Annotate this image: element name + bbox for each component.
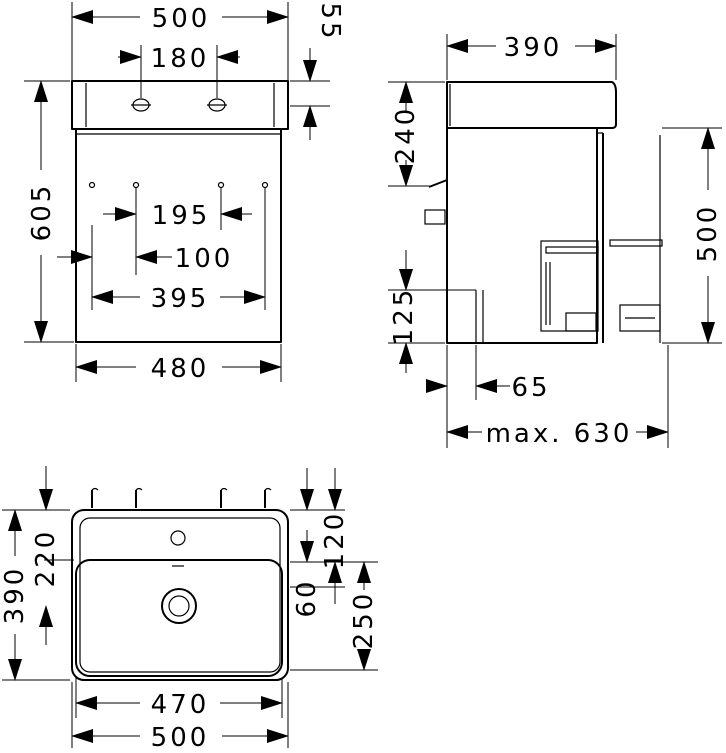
dim-label-basin-depth: 390 bbox=[504, 33, 563, 63]
wall-connector-icon bbox=[424, 209, 446, 225]
top-basin-outline bbox=[71, 509, 289, 681]
dim-label-max-depth: max. 630 bbox=[486, 419, 633, 449]
mount-hole-icon bbox=[88, 181, 96, 189]
hook-icon bbox=[135, 487, 143, 508]
mount-hole-icon bbox=[217, 181, 225, 189]
mount-hole-icon bbox=[261, 181, 269, 189]
top-basin-rim bbox=[79, 517, 281, 673]
dim-label-total-height: 605 bbox=[27, 183, 57, 242]
front-cabinet bbox=[75, 128, 282, 343]
siphon-icon bbox=[540, 239, 663, 332]
dim-label-bowl-offset: 60 bbox=[292, 578, 322, 617]
side-view: 390 240 125 500 65 max. 630 bbox=[388, 33, 723, 449]
hook-icon bbox=[91, 487, 99, 508]
dim-label-cabinet-width: 480 bbox=[151, 354, 210, 384]
dim-label-front-width: 500 bbox=[152, 4, 211, 34]
dim-label-hook-offset: 100 bbox=[175, 244, 234, 274]
dim-label-drain-height: 125 bbox=[389, 287, 419, 346]
dim-label-rim-depth: 120 bbox=[320, 511, 350, 570]
side-cabinet bbox=[446, 127, 598, 344]
hook-icon bbox=[220, 487, 228, 508]
side-basin-outline bbox=[446, 81, 617, 129]
tap-hole-icon bbox=[207, 98, 227, 112]
dim-label-hook-span: 395 bbox=[151, 284, 210, 314]
top-view: 390 220 120 60 250 470 500 bbox=[0, 466, 379, 753]
top-bowl-outline bbox=[75, 559, 283, 677]
tap-hole-icon bbox=[131, 98, 151, 112]
front-basin-outline bbox=[71, 80, 289, 130]
dim-label-wall-height: 500 bbox=[693, 204, 723, 263]
dim-label-bowl-width: 470 bbox=[151, 690, 210, 720]
dim-label-basin-height: 240 bbox=[391, 106, 421, 165]
dim-label-inner-offset: 220 bbox=[31, 529, 61, 588]
drain-icon bbox=[161, 588, 197, 624]
hook-icon bbox=[264, 487, 272, 508]
dim-label-hook-spacing: 195 bbox=[152, 201, 211, 231]
dim-label-cabinet-offset: 65 bbox=[511, 373, 550, 403]
tap-hole-icon bbox=[170, 530, 186, 546]
dim-label-overflow-height: 55 bbox=[315, 2, 345, 41]
dim-label-tap-spacing: 180 bbox=[151, 44, 210, 74]
dim-label-top-depth: 390 bbox=[0, 566, 30, 625]
dim-label-overall-width: 500 bbox=[151, 723, 210, 753]
front-view: 500 180 55 605 195 100 395 480 bbox=[24, 2, 345, 384]
drain-pipe bbox=[428, 179, 448, 188]
dim-label-bowl-depth: 250 bbox=[349, 591, 379, 650]
mount-hole-icon bbox=[132, 181, 140, 189]
